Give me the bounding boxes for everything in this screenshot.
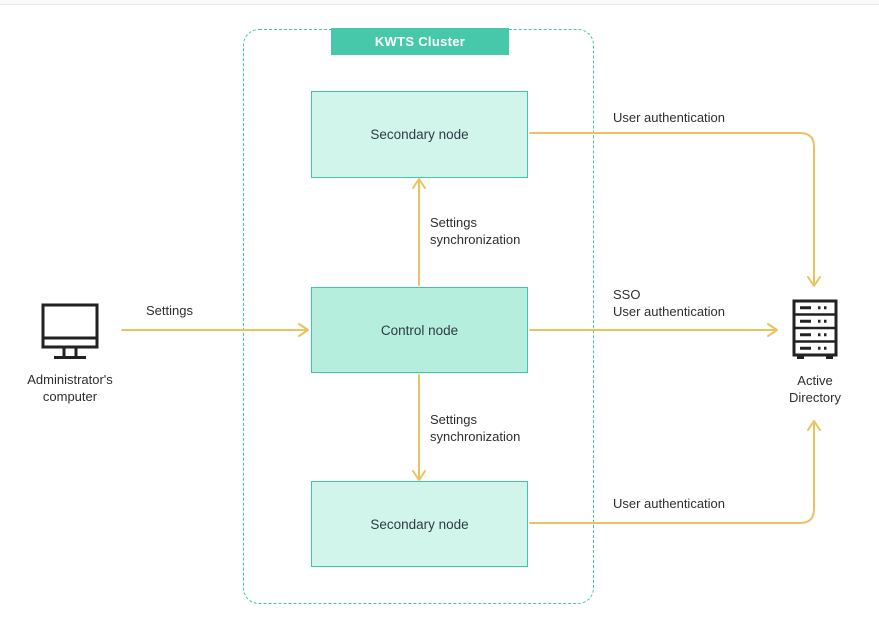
- server-foot-right: [826, 355, 833, 359]
- sync-top-label: Settings synchronization: [430, 215, 521, 247]
- node-secondary-bottom: Secondary node: [311, 481, 528, 567]
- cluster-title: KWTS Cluster: [331, 28, 509, 55]
- sync-bottom-label: Settings synchronization: [430, 412, 521, 444]
- node-secondary-top-label: Secondary node: [370, 127, 469, 142]
- node-control: Control node: [311, 287, 528, 373]
- active-directory-label: Active Directory: [788, 373, 841, 405]
- node-secondary-top: Secondary node: [311, 91, 528, 178]
- auth-bottom-label: User authentication: [613, 496, 726, 511]
- arrow-sso-head: [767, 323, 778, 337]
- auth-top-label: User authentication: [613, 110, 726, 125]
- server-icon: [792, 299, 838, 359]
- node-secondary-bottom-label: Secondary node: [370, 516, 469, 532]
- admin-computer-label: Administrator's computer: [27, 372, 113, 404]
- monitor-icon: [41, 303, 99, 359]
- settings-label: Settings: [146, 303, 193, 318]
- server-foot-left: [797, 355, 804, 359]
- sso-label: SSO User authentication: [613, 287, 726, 319]
- arrow-auth-bottom-head: [807, 420, 821, 431]
- node-control-label: Control node: [380, 322, 459, 338]
- top-divider: [0, 0, 879, 5]
- arrow-auth-top-head: [807, 276, 821, 287]
